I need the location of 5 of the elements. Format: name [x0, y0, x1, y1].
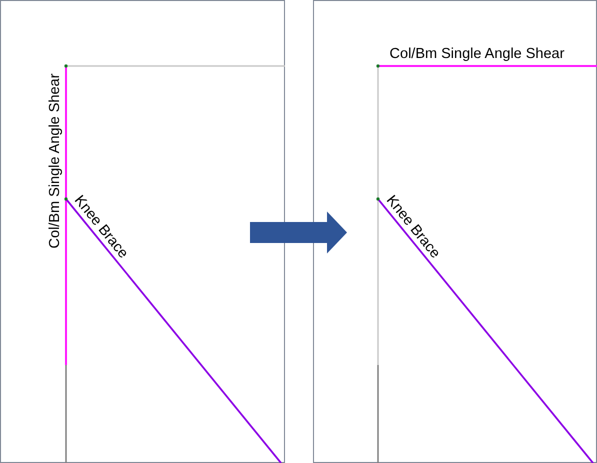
- block-arrow: [250, 212, 347, 254]
- member-label: Col/Bm Single Angle Shear: [390, 46, 564, 62]
- drawing-panel: [313, 0, 597, 463]
- member-label: Col/Bm Single Angle Shear: [47, 74, 63, 248]
- drawing-panel: [0, 0, 285, 463]
